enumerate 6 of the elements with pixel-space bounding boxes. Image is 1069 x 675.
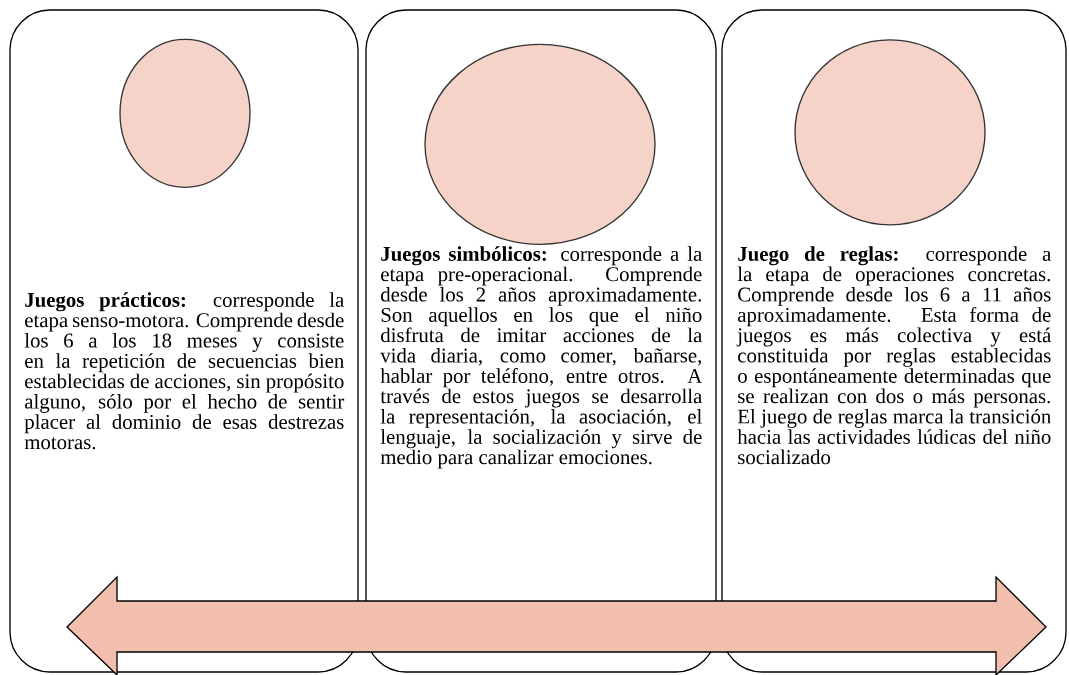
circle-shape (119, 38, 251, 188)
text-panel: Juego de reglas: corresponde a la etapa de operaciones concretas. Comprende desde los 6 a 11 años aproximadamente. Esta forma de juegos es más colectiva y está constituida por reglas establecidas o espontáneamente determinadas que se realizan con dos o más personas. El juego de reglas marca la transición hacia las actividades lúdicas del niño socializado (721, 9, 1067, 673)
text-panel: Juegos simbólicos: corresponde a la etapa pre-operacional. Comprende desde los 2 años aproximadamente. Son aquellos en los que el niño disfruta de imitar acciones de la vida diaria, como comer, bañarse, hablar por teléfono, entre otros. A través de estos juegos se desarrolla la representación, la asociación, el lenguaje, la socialización y sirve de medio para canalizar emociones. (365, 9, 717, 673)
text-panel: Juegos prácticos: corresponde la etapa senso-motora. Comprende desde los 6 a los 18 meses y consiste en la repetición de secuencias bien establecidas de acciones, sin propósito alguno, sólo por el hecho de sentir placer al dominio de esas destrezas motoras. (9, 9, 359, 673)
circle-shape (424, 43, 656, 245)
circle-shape (794, 39, 986, 226)
